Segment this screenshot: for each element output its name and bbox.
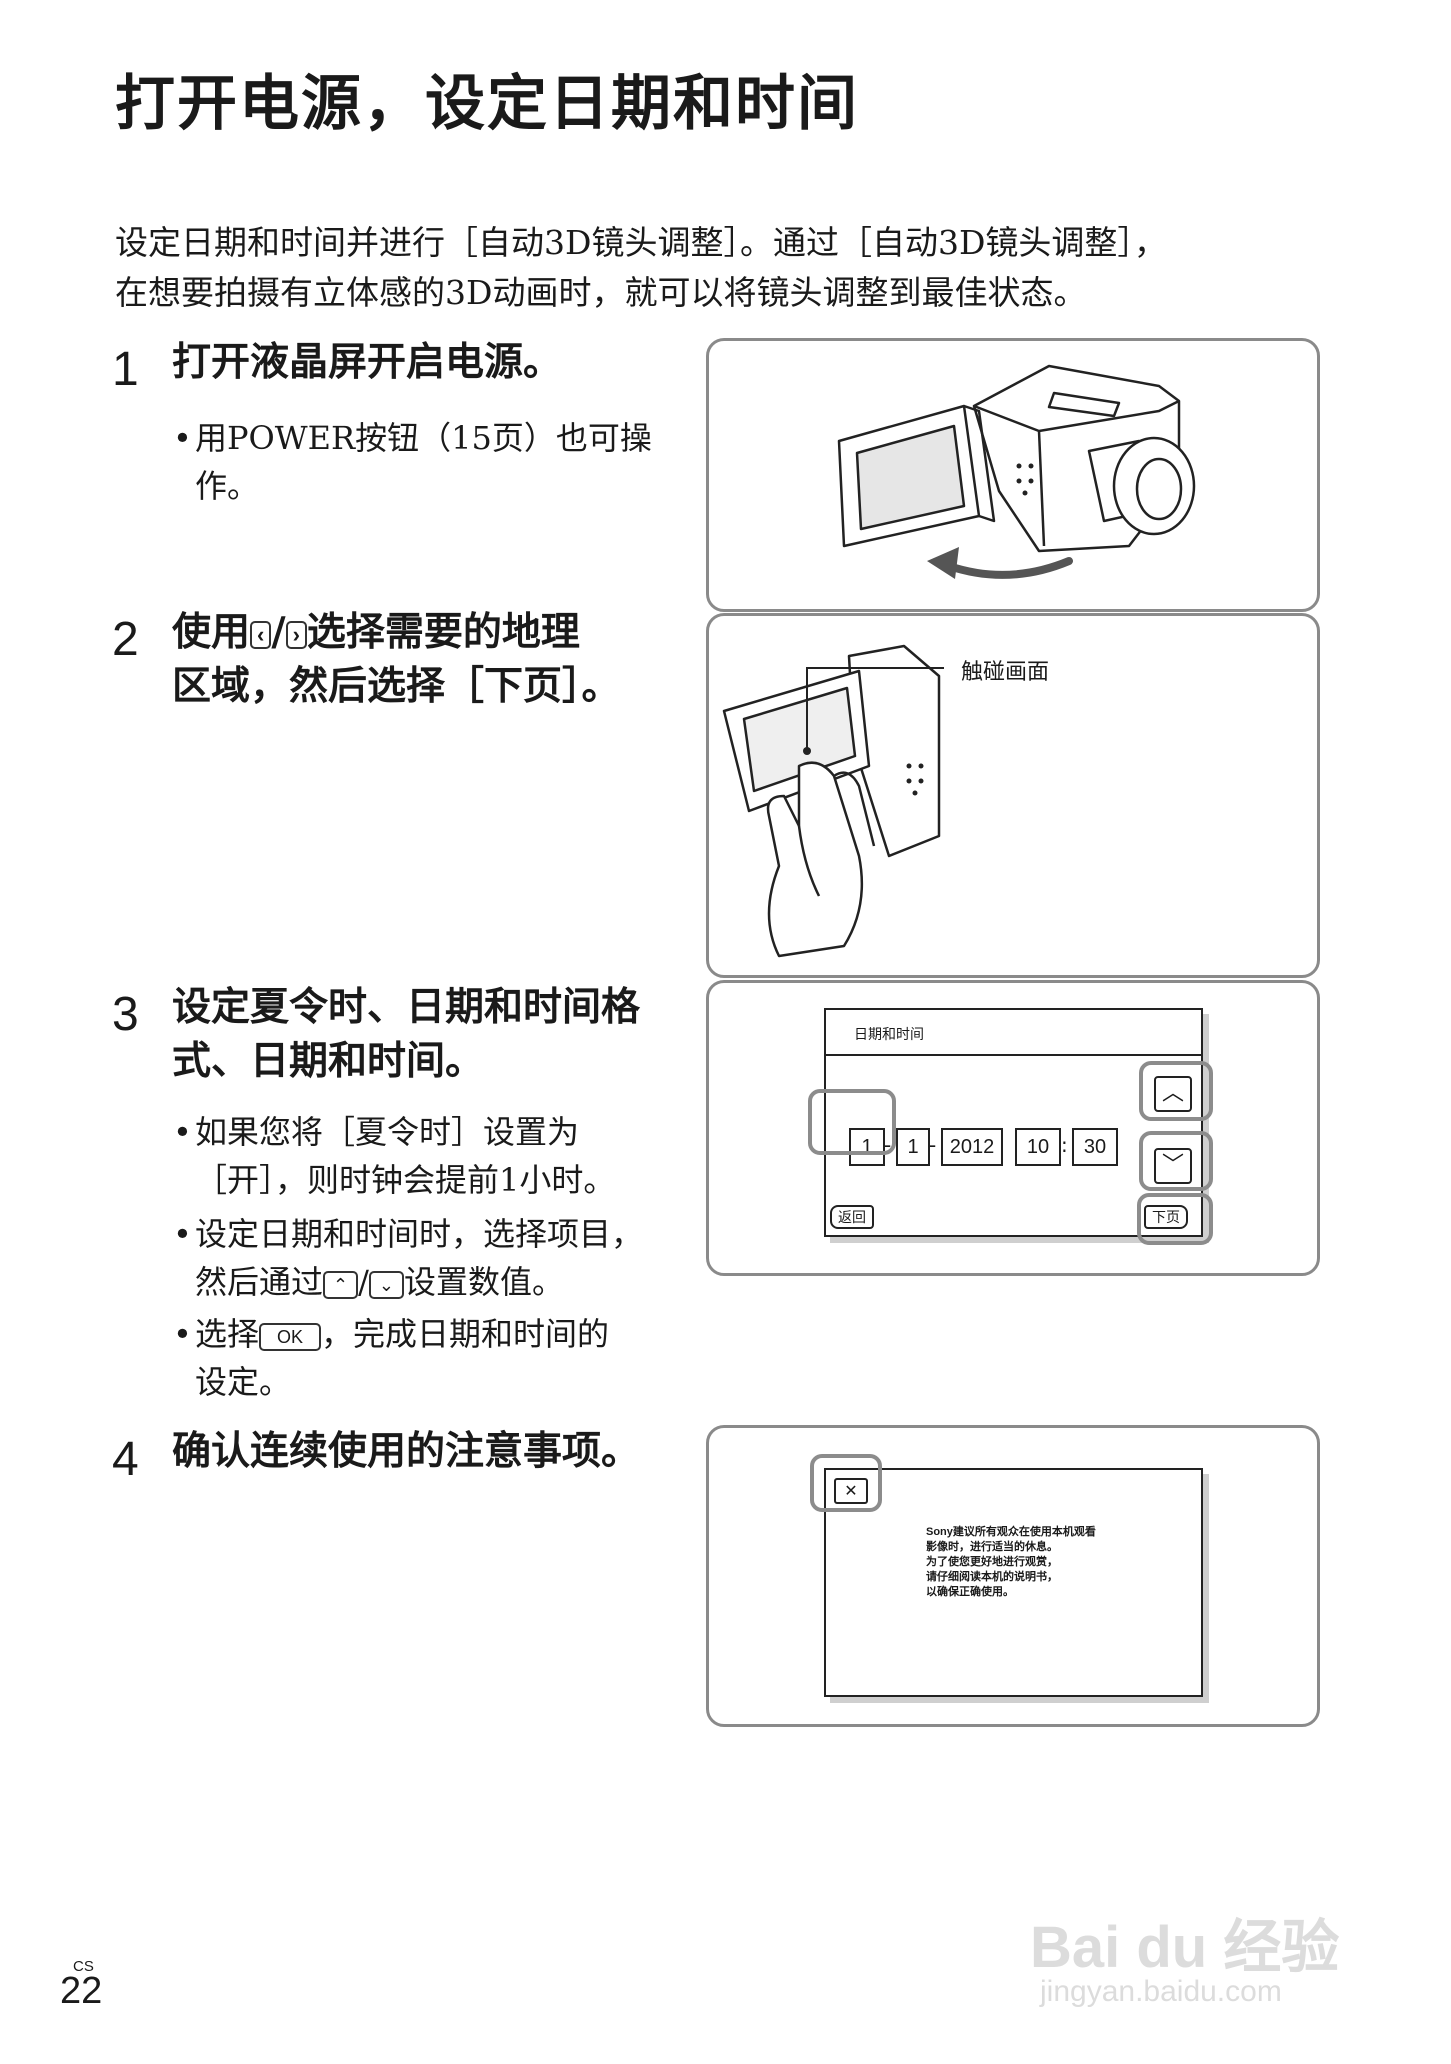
step-1-number: 1 <box>112 343 139 396</box>
watermark-brand: Bai du 经验 <box>1030 1915 1340 1980</box>
notice-screen: ✕ Sony建议所有观众在使用本机观看 影像时，进行适当的休息。 为了使您更好地… <box>824 1468 1203 1697</box>
step-1-text: 打开液晶屏开启电源。 <box>172 340 563 385</box>
year-field[interactable]: 2012 <box>941 1128 1003 1166</box>
ok-button-icon: OK <box>259 1322 322 1351</box>
figure-3-panel: 日期和时间 1 - 1 - 2012 10 : 30 ︿ ﹀ 返回 下页 <box>706 980 1320 1276</box>
up-highlight <box>1139 1061 1213 1121</box>
figure-1-panel <box>706 338 1320 612</box>
back-button[interactable]: 返回 <box>830 1205 874 1229</box>
figure-4-panel: ✕ Sony建议所有观众在使用本机观看 影像时，进行适当的休息。 为了使您更好地… <box>706 1425 1320 1727</box>
next-highlight <box>1137 1193 1213 1245</box>
down-highlight <box>1139 1131 1213 1191</box>
step-4-text: 确认连续使用的注意事项。 <box>172 1429 641 1474</box>
figure-2-panel: 触碰画面 <box>706 613 1320 978</box>
colon: : <box>1061 1133 1068 1157</box>
intro-paragraph: 设定日期和时间并进行［自动3D镜头调整］。通过［自动3D镜头调整］， 在想要拍摄… <box>115 218 1325 318</box>
page-number: 22 <box>60 1970 103 2012</box>
step-3-text: 设定夏令时、日期和时间格 式、日期和时间。 <box>172 985 641 1084</box>
camcorder-open-lcd-illustration <box>837 364 1196 579</box>
chevron-up-icon: ⌃ <box>323 1270 359 1299</box>
screen-title: 日期和时间 <box>854 1026 924 1042</box>
touch-screen-callout: 触碰画面 <box>961 660 1050 685</box>
step-3-bullet-1: • 如果您将［夏令时］设置为 ［开］，则时钟会提前1小时。 <box>173 1113 616 1199</box>
step-2-text: 使用‹/›选择需要的地理 区域，然后选择［下页］。 <box>172 606 692 714</box>
touch-screen-illustration <box>722 644 944 958</box>
page-title: 打开电源，设定日期和时间 <box>115 69 859 139</box>
step-2-number: 2 <box>112 613 139 666</box>
decrement-button[interactable]: ﹀ <box>1154 1148 1192 1184</box>
increment-button[interactable]: ︿ <box>1154 1076 1192 1112</box>
step-1-bullet: •用POWER按钮（15页）也可操作。 <box>173 419 652 505</box>
chevron-right-icon: › <box>285 620 307 649</box>
chevron-down-icon: ﹀ <box>1161 1153 1184 1178</box>
step-2-line-1: 使用‹/›选择需要的地理 <box>172 610 580 655</box>
next-button[interactable]: 下页 <box>1144 1205 1188 1229</box>
notice-message: Sony建议所有观众在使用本机观看 影像时，进行适当的休息。 为了使您更好地进行… <box>926 1526 1096 1598</box>
screen-divider <box>826 1054 1201 1056</box>
step-2-line-2: 区域，然后选择［下页］。 <box>172 664 621 709</box>
chevron-left-icon: ‹ <box>250 620 272 649</box>
close-highlight <box>810 1454 882 1512</box>
intro-line-1: 设定日期和时间并进行［自动3D镜头调整］。通过［自动3D镜头调整］， <box>115 223 1167 262</box>
page-lang: CS <box>73 1958 94 1975</box>
chevron-down-icon: ⌄ <box>368 1270 404 1299</box>
day-field[interactable]: 1 <box>896 1128 930 1166</box>
close-button[interactable]: ✕ <box>834 1478 868 1504</box>
chevron-up-icon: ︿ <box>1161 1081 1184 1106</box>
hour-field[interactable]: 10 <box>1015 1128 1061 1166</box>
step-4-number: 4 <box>112 1433 139 1486</box>
dash-2: - <box>929 1133 937 1157</box>
close-icon: ✕ <box>844 1481 858 1500</box>
minute-field[interactable]: 30 <box>1072 1128 1118 1166</box>
step-3-bullet-2: • 设定日期和时间时，选择项目， 然后通过⌃/⌄设置数值。 <box>173 1215 644 1301</box>
watermark-url: jingyan.baidu.com <box>1040 1975 1282 2008</box>
step-3-number: 3 <box>112 988 139 1041</box>
intro-line-2: 在想要拍摄有立体感的3D动画时，就可以将镜头调整到最佳状态。 <box>115 273 1087 312</box>
month-highlight <box>808 1089 896 1155</box>
